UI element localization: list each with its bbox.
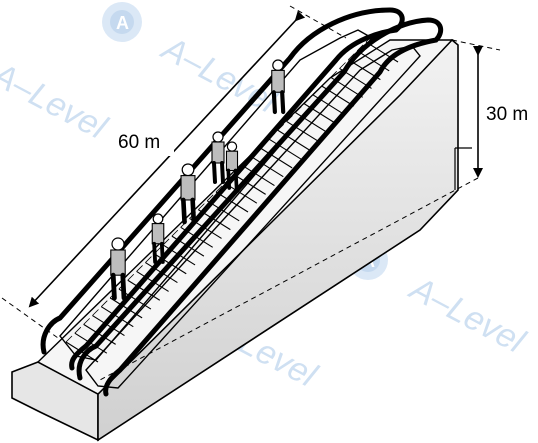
height-label: 30 m: [486, 104, 528, 125]
step-riser: [330, 71, 337, 78]
step-riser: [339, 62, 346, 69]
watermark-logo-letter: A: [116, 13, 129, 33]
height-dimension: 30 m: [99, 39, 528, 381]
step-tread: [83, 323, 116, 345]
watermark-text-top: A–Level: [154, 29, 283, 122]
left-handrail: [40, 7, 405, 371]
length-arrow: [28, 10, 306, 308]
step-riser: [83, 318, 90, 325]
handrails: [40, 7, 444, 397]
step-riser: [92, 309, 99, 316]
person-figure: [211, 131, 225, 184]
watermark-text-right: A–Level: [402, 269, 531, 362]
watermark-text-left: A–Level: [0, 55, 114, 148]
step-riser: [65, 335, 73, 343]
step-riser: [348, 53, 355, 60]
step-riser: [312, 88, 320, 96]
balustrade: [59, 29, 421, 389]
watermark-left: A–Level: [0, 55, 114, 148]
right-handrail: [76, 17, 444, 397]
person-figure: [180, 163, 197, 225]
length-dimension: 60 m: [1, 5, 347, 339]
step-riser: [356, 44, 364, 52]
step-riser: [303, 97, 311, 105]
step-riser: [321, 79, 329, 87]
person-figure: [271, 59, 286, 115]
step-riser: [74, 326, 82, 334]
length-label: 60 m: [118, 132, 160, 153]
